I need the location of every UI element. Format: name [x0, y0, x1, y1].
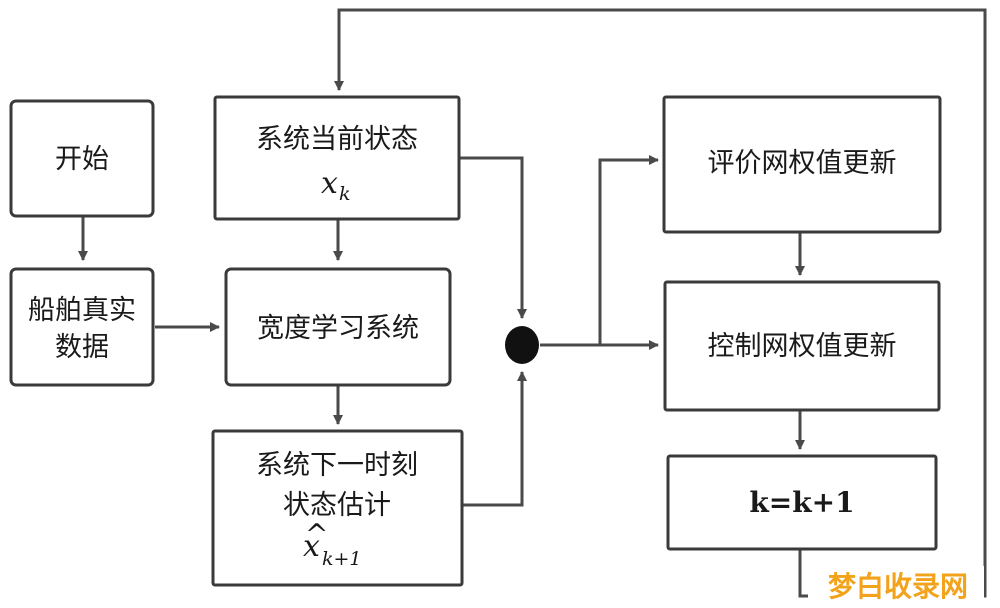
- next-state-label-line2: 状态估计: [283, 490, 391, 521]
- current-state-var: x: [321, 166, 338, 201]
- next-state-sub: k+1: [322, 548, 362, 570]
- connectors: [78, 8, 987, 598]
- ship-data-box: [9, 267, 155, 387]
- critic-update-label: 评价网权值更新: [708, 148, 897, 179]
- next-state-label-line1: 系统下一时刻: [256, 450, 418, 481]
- arrow-estimate-to-junction: [463, 371, 527, 507]
- start-label: 开始: [55, 144, 109, 175]
- watermark-background: [808, 566, 984, 604]
- next-state-box: [211, 429, 464, 587]
- next-state-var: x: [303, 529, 320, 564]
- junction-dot: [505, 326, 539, 364]
- critic-update-box: [662, 95, 942, 234]
- arrow-loop-back: [334, 8, 987, 598]
- bls-box: [224, 267, 452, 387]
- increment-box: [666, 454, 938, 551]
- ship-data-label-line2: 数据: [55, 332, 109, 363]
- increment-label: k=k+1: [749, 486, 854, 519]
- arrow-junction-to-critic: [598, 155, 659, 345]
- current-state-box: [213, 95, 461, 221]
- arrow-state-to-junction: [460, 156, 527, 319]
- watermark-text: 梦白收录网: [828, 570, 968, 603]
- current-state-label: 系统当前状态: [256, 124, 418, 155]
- current-state-sub: k: [339, 183, 351, 205]
- control-update-box: [663, 280, 941, 412]
- start-box: [9, 99, 155, 218]
- control-update-label: 控制网权值更新: [708, 331, 897, 362]
- ship-data-label-line1: 船舶真实: [28, 295, 136, 326]
- watermark: 梦白收录网: [808, 566, 984, 604]
- bls-label: 宽度学习系统: [257, 313, 419, 344]
- next-state-hat: ^: [305, 518, 328, 551]
